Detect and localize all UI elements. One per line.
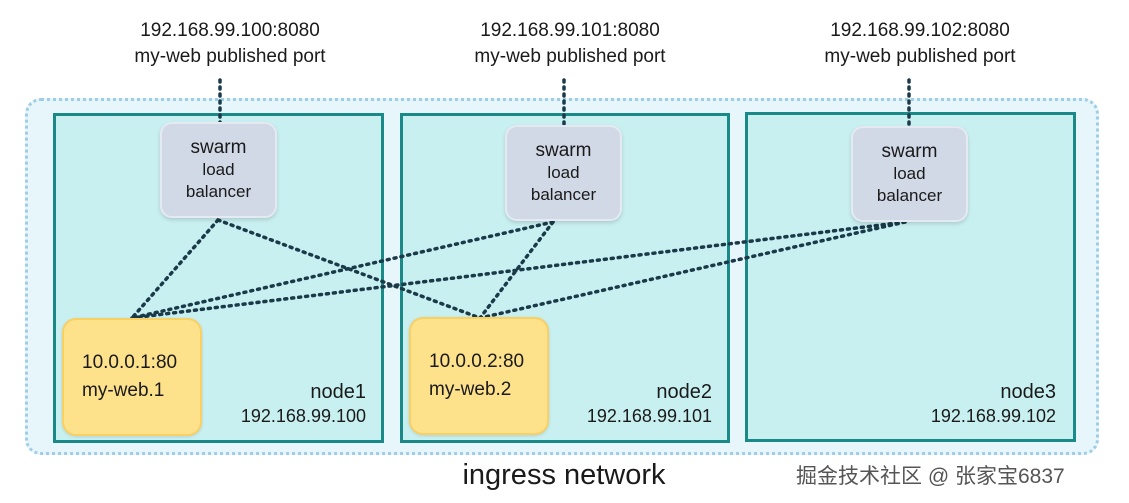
swarm-load-balancer-node2: swarm load balancer [505,125,622,221]
published-port-label-node2: 192.168.99.101:8080 my-web published por… [440,18,700,70]
lb-line: balancer [530,185,597,204]
published-caption: my-web published port [134,46,326,67]
lb1-to-task1-link [130,218,220,320]
node-name-node1: node1 [310,381,366,403]
lb-line: balancer [185,182,252,201]
published-address: 192.168.99.100:8080 [140,20,320,41]
task-address: 10.0.0.2:80 [429,351,525,372]
task-name: my-web.2 [429,379,512,400]
node-ip-node2: 192.168.99.101 [586,406,712,426]
published-port-label-node3: 192.168.99.102:8080 my-web published por… [790,18,1050,70]
lb-title: swarm [535,140,592,161]
lb2-to-task2-link [478,220,555,320]
published-port-label-node1: 192.168.99.100:8080 my-web published por… [100,18,360,70]
lb-line: balancer [876,186,943,205]
task-my-web-1: 10.0.0.1:80 my-web.1 [62,318,202,436]
node-name-node2: node2 [656,381,712,403]
lb2-to-task1-link [130,220,555,320]
published-caption: my-web published port [824,46,1016,67]
swarm-load-balancer-node1: swarm load balancer [160,122,277,218]
node-ip-node1: 192.168.99.100 [240,406,366,426]
lb-line: load [893,164,926,183]
ingress-network-label: ingress network [462,459,666,491]
lb-line: load [202,160,235,179]
task-name: my-web.1 [82,380,165,401]
lb-line: load [547,163,580,182]
published-address: 192.168.99.102:8080 [830,20,1010,41]
published-caption: my-web published port [474,46,666,67]
lb-title: swarm [190,137,247,158]
watermark-text: 掘金技术社区 @ 张家宝6837 [796,465,1065,488]
lb3-to-task2-link [478,220,907,320]
node-name-node3: node3 [1000,381,1056,403]
task-my-web-2: 10.0.0.2:80 my-web.2 [409,317,549,435]
node-ip-node3: 192.168.99.102 [930,406,1056,426]
lb3-to-task1-link [130,220,907,320]
published-address: 192.168.99.101:8080 [480,20,660,41]
swarm-load-balancer-node3: swarm load balancer [851,126,968,222]
node-box-node3 [745,112,1076,442]
lb-title: swarm [881,141,938,162]
task-address: 10.0.0.1:80 [82,352,178,373]
